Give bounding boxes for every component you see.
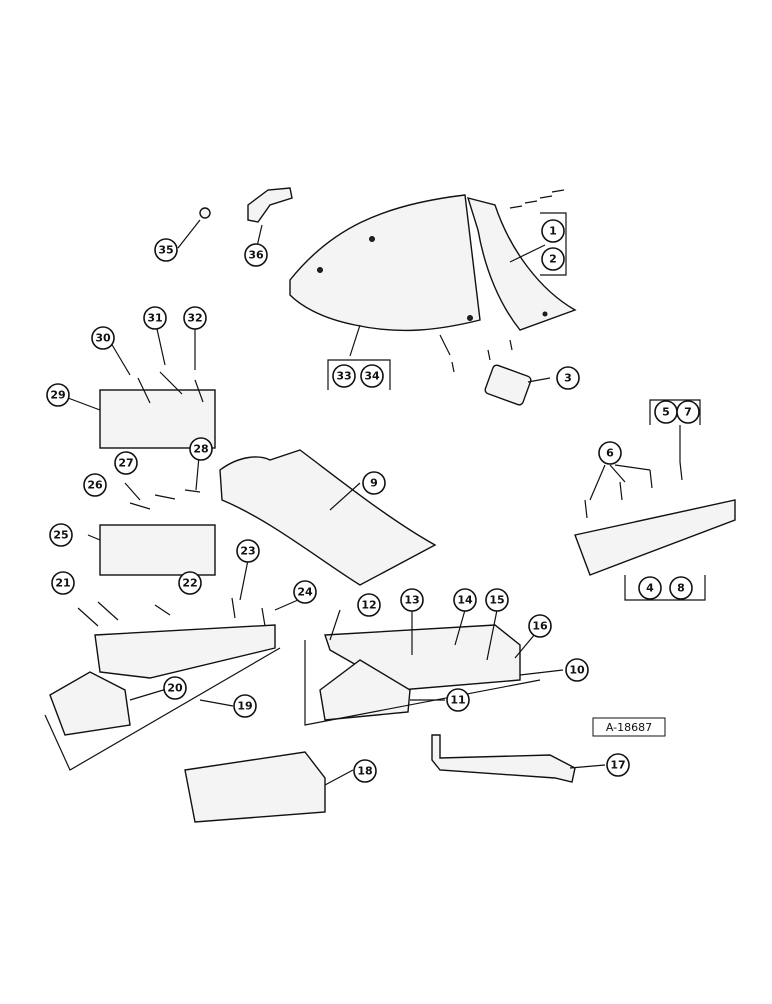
part-9-share (219, 449, 437, 586)
callout-12: 12 (357, 593, 381, 617)
svg-text:3: 3 (564, 372, 572, 385)
callout-34: 34 (360, 364, 384, 388)
svg-text:24: 24 (297, 586, 313, 599)
svg-text:14: 14 (457, 594, 473, 607)
bolts-21-24 (77, 597, 266, 627)
part-35-nut (199, 207, 211, 219)
svg-text:4: 4 (646, 582, 654, 595)
callout-35: 35 (154, 238, 178, 262)
svg-text:27: 27 (118, 457, 133, 470)
svg-text:21: 21 (55, 577, 70, 590)
part-25-plate (99, 524, 216, 576)
svg-text:35: 35 (158, 244, 173, 257)
callout-10: 10 (565, 658, 589, 682)
svg-text:9: 9 (370, 477, 378, 490)
svg-text:30: 30 (95, 332, 111, 345)
svg-text:36: 36 (248, 249, 264, 262)
svg-text:17: 17 (610, 759, 625, 772)
bracket-4-8 (624, 575, 706, 601)
svg-text:34: 34 (364, 370, 380, 383)
part-11-brace (319, 659, 411, 721)
part-29-plate (99, 389, 216, 449)
svg-text:22: 22 (182, 577, 197, 590)
svg-text:2: 2 (549, 253, 557, 266)
part-4-8-share (574, 499, 736, 576)
svg-text:29: 29 (50, 389, 65, 402)
moldboard-part (289, 194, 577, 356)
callout-19: 19 (233, 694, 257, 718)
svg-text:19: 19 (237, 700, 252, 713)
svg-text:32: 32 (187, 312, 202, 325)
bracket-5-7 (649, 399, 701, 425)
part-17-brace (431, 734, 576, 783)
reference-code: A-18687 (606, 721, 652, 734)
bolts-26-28 (129, 489, 201, 510)
svg-text:28: 28 (193, 443, 208, 456)
part-20-heel (49, 671, 131, 736)
callout-21: 21 (51, 571, 75, 595)
svg-text:10: 10 (569, 664, 585, 677)
callout-3: 3 (556, 366, 580, 390)
svg-text:23: 23 (240, 545, 255, 558)
callout-23: 23 (236, 539, 260, 563)
part-3-plate (484, 364, 532, 406)
svg-text:8: 8 (677, 582, 685, 595)
callout-4: 4 (638, 576, 662, 600)
part-19-landside (94, 624, 276, 679)
callout-33: 33 (332, 364, 356, 388)
callout-29: 29 (46, 383, 70, 407)
callout-20: 20 (163, 676, 187, 700)
svg-text:7: 7 (684, 406, 692, 419)
part-36-bracket (247, 187, 293, 223)
callout-31: 31 (143, 306, 167, 330)
bolts-30-32 (137, 371, 204, 404)
bracket-1-2 (540, 212, 567, 276)
reference-code-box: A-18687 (592, 717, 666, 737)
callout-25: 25 (49, 523, 73, 547)
svg-text:13: 13 (404, 594, 419, 607)
svg-text:11: 11 (450, 694, 465, 707)
svg-text:5: 5 (662, 406, 670, 419)
svg-text:25: 25 (53, 529, 68, 542)
bracket-33-34 (327, 359, 391, 390)
callout-9: 9 (362, 471, 386, 495)
svg-text:20: 20 (167, 682, 183, 695)
moldboard-bolts (451, 189, 565, 373)
callout-14: 14 (453, 588, 477, 612)
callout-1: 1 (541, 219, 565, 243)
svg-text:31: 31 (147, 312, 162, 325)
callout-30: 30 (91, 326, 115, 350)
callout-16: 16 (528, 614, 552, 638)
callout-28: 28 (189, 437, 213, 461)
part-18-plate (184, 751, 326, 823)
svg-text:6: 6 (606, 447, 614, 460)
svg-text:18: 18 (357, 765, 372, 778)
callout-15: 15 (485, 588, 509, 612)
callout-32: 32 (183, 306, 207, 330)
callout-5: 5 (654, 400, 678, 424)
callout-6: 6 (598, 441, 622, 465)
callout-17: 17 (606, 753, 630, 777)
callout-26: 26 (83, 473, 107, 497)
callout-2: 2 (541, 247, 565, 271)
callout-36: 36 (244, 243, 268, 267)
callout-18: 18 (353, 759, 377, 783)
bolts-6 (584, 461, 683, 519)
callout-27: 27 (114, 451, 138, 475)
svg-text:15: 15 (489, 594, 504, 607)
svg-text:1: 1 (549, 225, 557, 238)
svg-text:33: 33 (336, 370, 351, 383)
callout-8: 8 (669, 576, 693, 600)
callout-11: 11 (446, 688, 470, 712)
callout-7: 7 (676, 400, 700, 424)
callout-13: 13 (400, 588, 424, 612)
callout-22: 22 (178, 571, 202, 595)
svg-text:12: 12 (361, 599, 376, 612)
callout-24: 24 (293, 580, 317, 604)
svg-text:16: 16 (532, 620, 548, 633)
svg-text:26: 26 (87, 479, 103, 492)
